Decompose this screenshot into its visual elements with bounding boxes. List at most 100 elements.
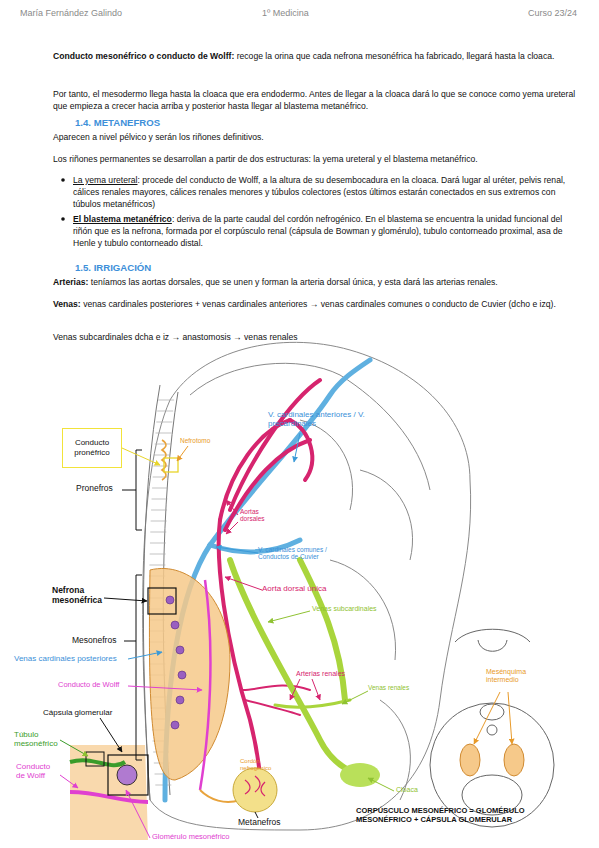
illustration-part: [60, 775, 78, 788]
illustration-part: [455, 629, 530, 642]
illustration-part: [117, 765, 137, 785]
bullet-item: La yema ureteral: procede del conducto d…: [73, 174, 578, 210]
illustration-part: [478, 640, 507, 651]
illustration-part: [243, 686, 310, 690]
illustration-part: [61, 178, 65, 182]
illustration-part: [166, 596, 174, 604]
illustration-part: [226, 500, 238, 515]
label-text: Arterias renales: [296, 670, 345, 677]
illustration-part: [230, 380, 320, 510]
somite-mark: [150, 543, 166, 544]
illustration-part: [225, 440, 310, 530]
label-text: Nefrotomo: [180, 437, 210, 444]
illustration-part: [220, 420, 290, 520]
section-heading: 1.4. METANEFROS: [75, 117, 160, 129]
brackets: [122, 450, 142, 760]
subcardinal-veins: [230, 560, 380, 787]
somite-mark: [151, 510, 167, 511]
illustration-part: [176, 646, 184, 654]
somite-mark: [155, 444, 171, 445]
structure-label: Cordón nefrogénico: [240, 758, 280, 772]
illustration-part: [166, 596, 186, 729]
illustration-part: [216, 547, 258, 553]
label-text: teníamos las aortas dorsales, que se une…: [91, 277, 498, 287]
illustration-part: [61, 217, 65, 221]
page-header: Curso 23/24: [528, 8, 577, 19]
label-text: Los riñones permanentes se desarrollan a…: [53, 154, 478, 164]
caption-note: CORPÚSCULO MESONÉFRICO = GLOMÉRULO MESON…: [356, 807, 571, 824]
structure-label: Túbulo mesonéfrico: [14, 730, 62, 748]
vessel-label: Arterias renales: [296, 670, 345, 678]
label-text: María Fernández Galindo: [20, 8, 122, 18]
label-text: Venas subcardinales dcha e iz → anastomo…: [53, 332, 298, 342]
embryo-outline: [143, 342, 471, 830]
cross-section-inset: [430, 629, 554, 827]
label-text: Conducto de Wolff: [16, 762, 50, 780]
label-text: Aparecen a nivel pélvico y serán los riñ…: [53, 132, 264, 142]
bullet-dots: [61, 178, 65, 221]
mesonephros: [148, 568, 240, 801]
illustration-part: [480, 704, 504, 720]
label-text: Arterias:: [53, 277, 88, 287]
vessel-label: Aorta dorsal única: [262, 584, 326, 593]
label-text: 1.5. IRRIGACIÓN: [75, 262, 151, 273]
label-text: Pronefros: [76, 483, 113, 493]
illustration-part: [148, 588, 176, 614]
structure-label: Cloaca: [396, 786, 418, 794]
illustration-part: [290, 679, 300, 700]
leader-arrows: [60, 433, 512, 838]
illustration-part: [108, 755, 148, 795]
label-text: Nefrona mesonéfrica: [52, 585, 102, 605]
illustration-part: [290, 420, 312, 480]
label-text: 1º Medicina: [262, 8, 309, 18]
label-text: Metanefros: [238, 817, 281, 827]
label-text: : procede del conducto de Wolff, a la al…: [73, 175, 565, 209]
paragraph: Venas subcardinales dcha e iz → anastomo…: [53, 331, 578, 343]
illustration-part: [60, 740, 88, 756]
structure-label: Glomérulo mesonéfrico: [152, 833, 230, 842]
label-text: CORPÚSCULO MESONÉFRICO = GLOMÉRULO MESON…: [356, 806, 525, 824]
label-text: Por tanto, el mesodermo llega hasta la c…: [53, 89, 575, 111]
illustration-part: [164, 458, 178, 472]
pronephros: [162, 440, 178, 480]
illustration-part: [100, 718, 122, 752]
illustration-part: [340, 763, 380, 787]
illustration-part: [226, 522, 238, 534]
structure-label: Metanefros: [238, 818, 281, 828]
structure-label: Conducto de Wolff: [58, 681, 119, 690]
illustration-part: [176, 696, 184, 704]
label-text: Cordón nefrogénico: [240, 758, 271, 771]
label-text: Mesénquima intermedio: [486, 668, 526, 683]
illustration-part: [70, 760, 125, 765]
vessel-label: Aortas dorsales: [240, 508, 280, 523]
page-header: 1º Medicina: [262, 8, 309, 19]
somite-mark: [149, 565, 165, 566]
paragraph: Venas:venas cardinales posteriores + ven…: [53, 298, 578, 310]
illustration-part: [126, 790, 150, 838]
label-text: 1.4. METANEFROS: [75, 117, 160, 128]
illustration-part: [104, 598, 147, 601]
structure-label: Mesonefros: [72, 636, 116, 646]
vessel-label: Venas cardinales posteriores: [14, 654, 117, 663]
structure-label: Cápsula glomerular: [43, 708, 112, 717]
illustration-part: [200, 580, 210, 790]
illustration-part: [177, 446, 188, 461]
illustration-part: [190, 363, 340, 395]
section-heading: 1.5. IRRIGACIÓN: [75, 262, 151, 274]
illustration-part: [368, 778, 394, 791]
label-text: Glomérulo mesonéfrico: [152, 832, 230, 841]
vessel-label: V. cardinales comunes / Conductos de Cuv…: [258, 546, 358, 561]
illustration-part: [342, 691, 368, 704]
label-text: Cápsula glomerular: [43, 708, 112, 717]
somite-mark: [153, 466, 169, 467]
illustration-part: [210, 360, 370, 545]
label-text: Venas:: [53, 299, 81, 309]
paragraph: Los riñones permanentes se desarrollan a…: [53, 153, 578, 165]
structure-label: Pronefros: [76, 484, 113, 494]
illustration-part: [504, 744, 524, 776]
paragraph: Por tanto, el mesodermo llega hasta la c…: [53, 88, 578, 112]
paragraph: Conducto mesonéfrico o conducto de Wolff…: [53, 50, 578, 62]
illustration-part: [275, 700, 350, 707]
illustration-part: [122, 448, 160, 465]
